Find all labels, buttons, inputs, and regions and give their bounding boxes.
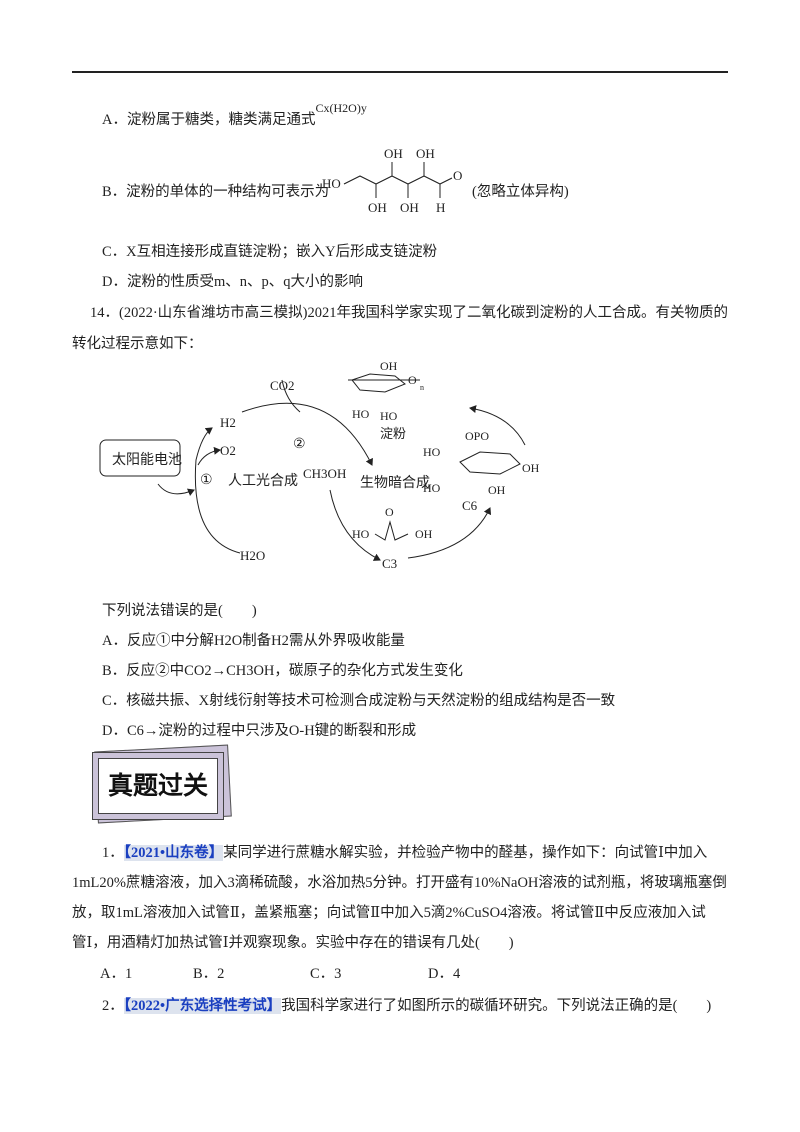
q14-option-a: A．反应①中分解H2O制备H2需从外界吸收能量 [102, 633, 405, 649]
q14-stem-cont: 转化过程示意如下： [72, 336, 203, 352]
problem-1: 1．【2021•山东卷】某同学进行蔗糖水解实验，并检验产物中的醛基，操作如下：向… [102, 841, 707, 862]
label: OH [400, 200, 419, 215]
h2o-label: H2O [240, 548, 265, 563]
problem-number: 2． [102, 998, 124, 1014]
starch-ho: HO [380, 409, 398, 423]
section-banner: 真题过关 [90, 744, 240, 824]
step2-label: ② [293, 437, 306, 452]
q14-option-d: D．C6→淀粉的过程中只涉及O-H键的断裂和形成 [102, 723, 417, 739]
q14-option-c: C．核磁共振、X射线衍射等技术可检测合成淀粉与天然淀粉的组成结构是否一致 [102, 693, 616, 709]
problem-1-line4: 管Ⅰ，用酒精灯加热试管Ⅰ并观察现象。实验中存在的错误有几处( ) [72, 935, 514, 951]
c6-oh: OH [522, 461, 540, 475]
q13-option-c: C．X互相连接形成直链淀粉；嵌入Y后形成支链淀粉 [102, 244, 438, 260]
q14-prompt: 下列说法错误的是( ) [102, 603, 257, 619]
source-tag: 【2021•山东卷】 [123, 845, 224, 861]
c3-o: O [385, 505, 394, 519]
q13-option-a: A．淀粉属于糖类，糖类满足通式Cx(H2O)y [102, 101, 367, 129]
h2-label: H2 [220, 415, 236, 430]
formula: Cx(H2O)y [315, 101, 367, 115]
problem-2: 2．【2022•广东选择性考试】我国科学家进行了如图所示的碳循环研究。下列说法正… [102, 994, 711, 1015]
co2-label: CO2 [270, 378, 295, 393]
p1-option-d: D．4 [428, 966, 461, 982]
banner-title: 真题过关 [98, 758, 218, 814]
glucose-structure: HO OH OH OH OH H O [322, 146, 462, 215]
option-text: A．淀粉属于糖类，糖类满足通式 [102, 112, 316, 128]
problem-text: 某同学进行蔗糖水解实验，并检验产物中的醛基，操作如下：向试管Ⅰ中加入 [223, 845, 708, 861]
p1-option-a: A．1 [100, 966, 133, 982]
starch-ho: HO [352, 407, 370, 421]
c6-ho: HO [423, 481, 441, 495]
c6-ho: HO [423, 445, 441, 459]
header-rule [72, 71, 728, 73]
q14-option-b: B．反应②中CO2→CH3OH，碳原子的杂化方式发生变化 [102, 663, 463, 679]
problem-number: 1． [102, 845, 124, 861]
o2-label: O2 [220, 443, 236, 458]
artificial-photosynthesis-label: 人工光合成 [228, 473, 298, 489]
c6-label: C6 [462, 498, 478, 513]
label: OH [416, 146, 435, 161]
label: HO [322, 176, 341, 191]
p1-option-c: C．3 [310, 966, 342, 982]
q13-b-note: (忽略立体异构) [472, 184, 569, 200]
c3-label: C3 [382, 556, 397, 571]
q13-option-d: D．淀粉的性质受m、n、p、q大小的影响 [102, 274, 363, 290]
c6-opo: OPO [465, 429, 489, 443]
q14-stem: 14．(2022·山东省潍坊市高三模拟)2021年我国科学家实现了二氧化碳到淀粉… [90, 305, 728, 321]
bio-dark-synthesis-label: 生物暗合成 [360, 475, 430, 491]
c6-oh: OH [488, 483, 506, 497]
solar-cell-label: 太阳能电池 [112, 452, 182, 468]
label: OH [368, 200, 387, 215]
solar-cell-box [99, 439, 181, 477]
problem-1-line2: 1mL20%蔗糖溶液，加入3滴稀硫酸，水浴加热5分钟。打开盛有10%NaOH溶液… [72, 875, 727, 891]
starch-synthesis-diagram: 太阳能电池 H2 O2 H2O CO2 CH3OH ① ② 人工光合成 生物暗合… [99, 359, 540, 571]
q13-option-b: B．淀粉的单体的一种结构可表示为 [102, 180, 329, 201]
problem-text: 我国科学家进行了如图所示的碳循环研究。下列说法正确的是( ) [281, 998, 712, 1014]
label: H [436, 200, 445, 215]
step1-label: ① [200, 473, 213, 488]
label: O [453, 168, 462, 183]
starch-oh: OH [380, 359, 398, 373]
starch-n: n [420, 383, 424, 392]
c3-ho: HO [352, 527, 370, 541]
starch-label: 淀粉 [380, 426, 406, 441]
label: OH [384, 146, 403, 161]
source-tag: 【2022•广东选择性考试】 [123, 998, 282, 1014]
problem-1-line3: 放，取1mL溶液加入试管Ⅱ，盖紧瓶塞；向试管Ⅱ中加入5滴2%CuSO4溶液。将试… [72, 905, 706, 921]
c3-oh: OH [415, 527, 433, 541]
option-text: B．淀粉的单体的一种结构可表示为 [102, 184, 330, 200]
starch-o: O [408, 373, 417, 387]
ch3oh-label: CH3OH [303, 466, 346, 481]
p1-option-b: B．2 [193, 966, 225, 982]
